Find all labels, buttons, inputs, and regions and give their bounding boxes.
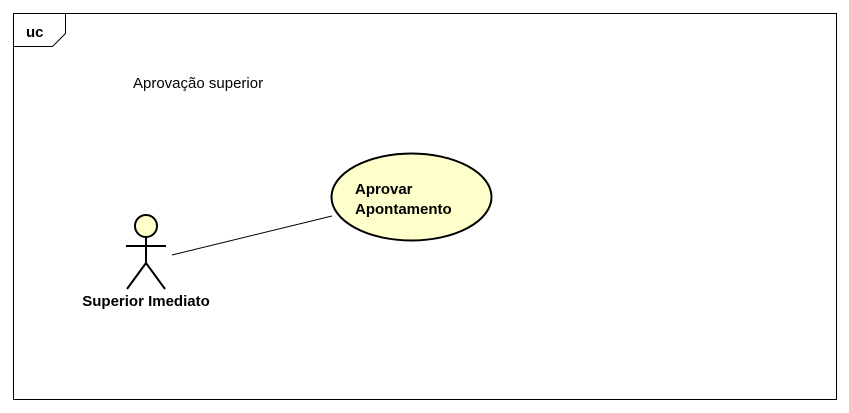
frame-tag-box: [13, 13, 66, 47]
actor-left-leg: [126, 262, 147, 290]
diagram-note: Aprovação superior: [133, 75, 263, 92]
use-case-label-line2: Apontamento: [355, 201, 452, 218]
frame-tag-label: uc: [26, 24, 44, 41]
use-case-label-line1: Aprovar: [355, 181, 413, 198]
actor-right-leg: [145, 262, 166, 290]
association-line[interactable]: [171, 215, 333, 256]
actor-name: Superior Imediato: [82, 293, 210, 310]
use-case-aprovar-apontamento[interactable]: Aprovar Apontamento: [330, 152, 493, 242]
use-case-ellipse[interactable]: [330, 152, 493, 242]
actor-head: [134, 214, 158, 238]
actor-superior-imediato[interactable]: Superior Imediato: [82, 214, 210, 310]
